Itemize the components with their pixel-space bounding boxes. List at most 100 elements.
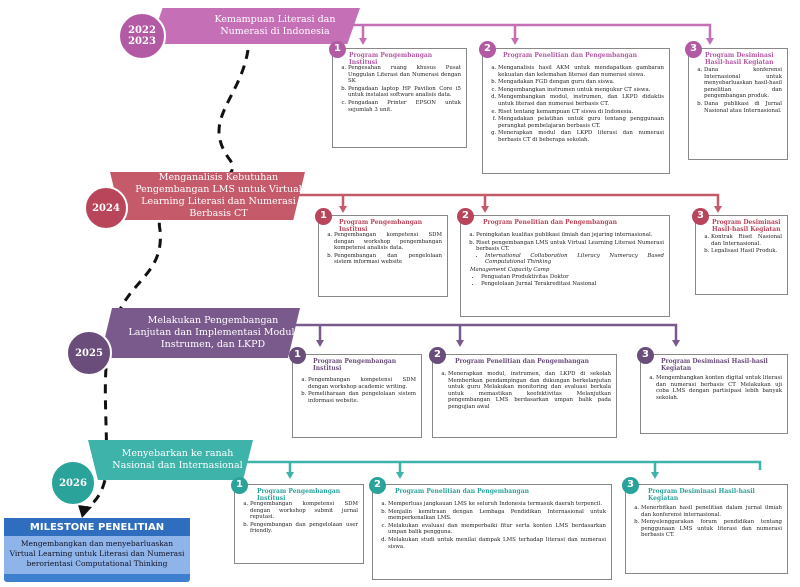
phase3-box3-num: 3	[637, 347, 654, 364]
phase2-box2-list: Peningkatan kualitas publikasi ilmiah da…	[467, 232, 664, 266]
phase3-box2-head: Program Penelitian dan Pengembangan	[455, 358, 589, 365]
list-item: Pemeliharaan dan pengelolaan sistem info…	[308, 391, 416, 404]
phase2-box3-head: Program Desiminasi Hasil-hasil Kegiatan	[712, 219, 781, 233]
phase1-box1: 1 Program Pengembangan Institusi Pengesa…	[329, 41, 467, 148]
list-item: Menerapkan modul, instrumen, dan LKPD di…	[448, 371, 611, 411]
phase1-box3-head: Program Desiminasi Hasil-hasil Kegiatan	[705, 52, 774, 66]
phase3-box1: 1 Program Pengembangan Institusi Pengemb…	[289, 347, 422, 438]
phase1-year: 2022 2023	[128, 25, 156, 47]
phase4-box1: 1 Program Pengembangan Institusi Pengemb…	[231, 477, 364, 564]
phase2-box3: 3 Program Desiminasi Hasil-hasil Kegiata…	[692, 208, 788, 295]
phase2-box2: 2 Program Penelitian dan Pengembangan Pe…	[457, 208, 670, 317]
list-item: Menerbitkan hasil penelitian dalam jurna…	[641, 505, 782, 518]
phase4-box3: 3 Program Desiminasi Hasil-hasil Kegiata…	[622, 477, 788, 574]
list-item: Pengembangan dan pengelolaan sistem info…	[334, 253, 442, 266]
list-item: Legalisasi Hasil Produk.	[711, 248, 782, 255]
phase4-title: Menyebarkan ke ranah Nasional dan Intern…	[112, 448, 243, 471]
phase1-box2-head: Program Penelitian dan Pengembangan	[503, 52, 637, 59]
phase1-ribbon: Kemampuan Literasi dan Numerasi di Indon…	[150, 8, 360, 44]
phase2-ribbon: Menganalisis Kebutuhan Pengembangan LMS …	[110, 172, 305, 220]
sublist2: Penguatan Produktivitas Doktor Pengelola…	[467, 274, 664, 288]
phase3-box3-head: Program Desiminasi Hasil-hasil Kegiatan	[661, 358, 768, 372]
phase1-box3: 3 Program Desiminasi Hasil-hasil Kegiata…	[685, 41, 788, 160]
milestone-box: MILESTONE PENELITIAN Mengembangkan dan m…	[4, 518, 190, 582]
phase3-ribbon: Melakukan Pengembangan Lanjutan dan Impl…	[100, 308, 300, 358]
sublist: International Collaboration Literacy Num…	[476, 253, 664, 266]
phase2-box3-list: Kontrak Riset Nasional dan Internasional…	[702, 234, 782, 255]
sublist-item: Pengelolaan Jurnal Terakreditasi Nasiona…	[481, 281, 664, 288]
milestone-title: MILESTONE PENELITIAN	[4, 518, 190, 536]
phase4-box1-num: 1	[231, 477, 248, 494]
phase4-year: 2026	[59, 477, 87, 489]
phase2-box1-head: Program Pengembangan Institusi	[339, 219, 423, 233]
list-item: Melakukan evaluasi dan memperbaiki fitur…	[388, 523, 606, 536]
phase1-box1-num: 1	[329, 41, 346, 58]
list-item-text: Riset pengembangan LMS untuk Virtual Lea…	[476, 239, 664, 253]
phase1-box2: 2 Program Penelitian dan Pengembangan Me…	[479, 41, 670, 174]
list-item: Pengembangan dan pengelolaan user friend…	[250, 522, 358, 535]
list-item: Pengembangan kompetensi SDM dengan works…	[250, 501, 358, 521]
phase1-box3-list: Dana konferensi Internasional untuk meny…	[695, 67, 782, 114]
phase3-title: Melakukan Pengembangan Lanjutan dan Impl…	[128, 315, 298, 350]
list-item: Mengadakan FGD dengan guru dan siswa.	[498, 79, 664, 86]
phase3-box2: 2 Program Penelitian dan Pengembangan Me…	[429, 347, 617, 438]
phase3-year: 2025	[75, 347, 103, 359]
phase3-box1-list: Pengembangan kompetensi SDM dengan works…	[299, 377, 416, 404]
list-item: Menerapkan modul dan LKPD literasi dan n…	[498, 130, 664, 143]
phase4-box2-list: Memperluas jangkauan LMS ke seluruh Indo…	[379, 501, 606, 550]
milestone-text: Mengembangkan dan menyebarluaskan Virtua…	[4, 536, 190, 574]
phase3-box1-num: 1	[289, 347, 306, 364]
phase4-box2-num: 2	[369, 477, 386, 494]
list-item: Menjalin kemitraan dengan Lembaga Pendid…	[388, 509, 606, 522]
phase4-box1-head: Program Pengembangan Institusi	[257, 488, 341, 502]
list-item: Pengembangan kompetensi SDM dengan works…	[308, 377, 416, 390]
phase4-box2: 2 Program Penelitian dan Pengembangan Me…	[369, 477, 612, 580]
phase1-box1-head: Program Pengembangan Institusi	[349, 52, 433, 66]
list-item: Dana konferensi Internasional untuk meny…	[704, 67, 782, 100]
list-item: Peningkatan kualitas publikasi ilmiah da…	[476, 232, 664, 239]
phase4-box3-num: 3	[622, 477, 639, 494]
phase2-title: Menganalisis Kebutuhan Pengembangan LMS …	[135, 172, 302, 219]
phase4-box3-head: Program Desiminasi Hasil-hasil Kegiatan	[648, 488, 755, 502]
phase2-box1: 1 Program Pengembangan Institusi Pengemb…	[315, 208, 448, 297]
list-item: Mengembangkan konten digital untuk liter…	[656, 375, 782, 401]
list-item: Pengesahan ruang khusus Pusat Unggulan L…	[348, 65, 461, 85]
list-item: Mengadakan pelatihan untuk guru tentang …	[498, 116, 664, 129]
phase2-box2-head: Program Penelitian dan Pengembangan	[483, 219, 617, 226]
phase1-year-badge: 2022 2023	[118, 12, 166, 60]
phase3-box3-list: Mengembangkan konten digital untuk liter…	[647, 375, 782, 401]
phase3-box1-head: Program Pengembangan Institusi	[313, 358, 397, 372]
phase2-box1-list: Pengembangan kompetensi SDM dengan works…	[325, 232, 442, 266]
list-item: Mengembangkan instrumen untuk mengukur C…	[498, 87, 664, 94]
phase2-box3-num: 3	[692, 208, 709, 225]
phase4-box3-list: Menerbitkan hasil penelitian dalam jurna…	[632, 505, 782, 539]
phase4-year-badge: 2026	[50, 460, 96, 506]
phase1-box1-list: Pengesahan ruang khusus Pusat Unggulan L…	[339, 65, 461, 113]
sublist-item: Penguatan Produktivitas Doktor	[481, 274, 664, 281]
phase3-box2-num: 2	[429, 347, 446, 364]
phase1-box2-list: Menganalisis hasil AKM untuk mendapatkan…	[489, 65, 664, 144]
phase2-box2-num: 2	[457, 208, 474, 225]
list-item: Riset tentang kemampuan CT siswa di Indo…	[498, 109, 664, 116]
phase4-ribbon: Menyebarkan ke ranah Nasional dan Intern…	[88, 440, 253, 480]
list-item: Menganalisis hasil AKM untuk mendapatkan…	[498, 65, 664, 78]
phase3-box3: 3 Program Desiminasi Hasil-hasil Kegiata…	[637, 347, 788, 434]
list-item: Dana publikasi di Jurnal Nasional atau I…	[704, 101, 782, 114]
phase1-box3-num: 3	[685, 41, 702, 58]
phase3-box2-list: Menerapkan modul, instrumen, dan LKPD di…	[439, 371, 611, 411]
phase4-box1-list: Pengembangan kompetensi SDM dengan works…	[241, 501, 358, 535]
extra-heading: Management Capacity Camp	[470, 266, 550, 273]
list-item: Melakukan studi untuk menilai dampak LMS…	[388, 537, 606, 550]
list-item: Menyelenggarakan forum pendidikan tentan…	[641, 519, 782, 539]
phase4-box2-head: Program Penelitian dan Pengembangan	[395, 488, 529, 495]
list-item: Riset pengembangan LMS untuk Virtual Lea…	[476, 240, 664, 266]
phase3-year-badge: 2025	[66, 330, 112, 376]
list-item: Pengadaan laptop HP Pavilion Core i5 unt…	[348, 86, 461, 99]
list-item: Pengembangan kompetensi SDM dengan works…	[334, 232, 442, 252]
phase2-year: 2024	[92, 202, 120, 214]
list-item: Mengembangkan modul, instrumen, dan LKPD…	[498, 94, 664, 107]
phase2-box1-num: 1	[315, 208, 332, 225]
phase1-box2-num: 2	[479, 41, 496, 58]
sublist-item: International Collaboration Literacy Num…	[485, 253, 664, 266]
list-item: Memperluas jangkauan LMS ke seluruh Indo…	[388, 501, 606, 508]
